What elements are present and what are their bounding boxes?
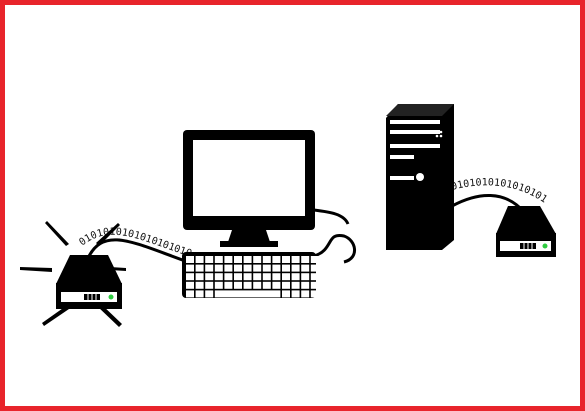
cable-keyboard-to-monitor <box>314 235 355 262</box>
cable-monitor-back <box>314 210 348 224</box>
keyboard-key <box>282 282 290 289</box>
keyboard-key <box>272 265 280 272</box>
keyboard-key <box>196 290 204 297</box>
keyboard-key <box>244 282 252 289</box>
keyboard-key <box>263 256 271 263</box>
tower-server-icon <box>386 104 454 250</box>
keyboard-key <box>282 273 290 280</box>
keyboard-key <box>282 290 290 297</box>
keyboard-key <box>205 290 213 297</box>
keyboard-key <box>272 282 280 289</box>
keyboard-key <box>292 282 300 289</box>
keyboard-key <box>186 290 194 297</box>
keyboard-key <box>186 282 194 289</box>
keyboard-key <box>186 265 194 272</box>
keyboard-key <box>253 282 261 289</box>
keyboard-key <box>292 265 300 272</box>
keyboard-key <box>196 256 204 263</box>
keyboard-key <box>292 273 300 280</box>
keyboard-key <box>186 256 194 263</box>
keyboard-key <box>301 256 309 263</box>
keyboard-key <box>272 273 280 280</box>
keyboard-key <box>301 273 309 280</box>
keyboard-spacebar <box>215 290 281 297</box>
keyboard-key <box>234 273 242 280</box>
external-drive-icon <box>56 255 122 309</box>
keyboard-key <box>205 282 213 289</box>
keyboard-key <box>234 282 242 289</box>
keyboard-key <box>205 256 213 263</box>
keyboard-key <box>263 282 271 289</box>
monitor-screen <box>193 140 305 216</box>
keyboard-key <box>244 256 252 263</box>
keyboard-key <box>253 273 261 280</box>
keyboard-key <box>263 265 271 272</box>
keyboard-key <box>205 273 213 280</box>
keyboard-key <box>311 265 319 272</box>
keyboard-key <box>311 273 319 280</box>
keyboard-key <box>301 282 309 289</box>
keyboard-key <box>292 290 300 297</box>
keyboard-key <box>311 282 319 289</box>
keyboard-key <box>292 256 300 263</box>
keyboard-key <box>253 265 261 272</box>
keyboard-key <box>234 265 242 272</box>
keyboard-key <box>224 282 232 289</box>
keyboard-key <box>282 256 290 263</box>
drive-led-icon <box>109 295 114 300</box>
keyboard-key <box>301 265 309 272</box>
keyboard-key <box>301 290 309 297</box>
keyboard-key <box>234 256 242 263</box>
keyboard-key <box>263 273 271 280</box>
keyboard-key <box>224 273 232 280</box>
keyboard-key <box>215 282 223 289</box>
keyboard-key <box>215 256 223 263</box>
keyboard-key <box>205 265 213 272</box>
keyboard-key <box>196 282 204 289</box>
external-drive-icon-right <box>496 206 556 257</box>
keyboard-key <box>311 290 319 297</box>
keyboard-key <box>196 265 204 272</box>
keyboard-key <box>215 273 223 280</box>
keyboard-key <box>272 256 280 263</box>
keyboard-key <box>224 256 232 263</box>
desktop-computer-icon <box>182 130 319 298</box>
keyboard-key <box>311 256 319 263</box>
keyboard-key <box>215 265 223 272</box>
keyboard-key <box>224 265 232 272</box>
keyboard-key <box>282 265 290 272</box>
keyboard-key <box>244 265 252 272</box>
keyboard-key <box>253 256 261 263</box>
keyboard-key <box>196 273 204 280</box>
keyboard-key <box>244 273 252 280</box>
keyboard-key <box>186 273 194 280</box>
